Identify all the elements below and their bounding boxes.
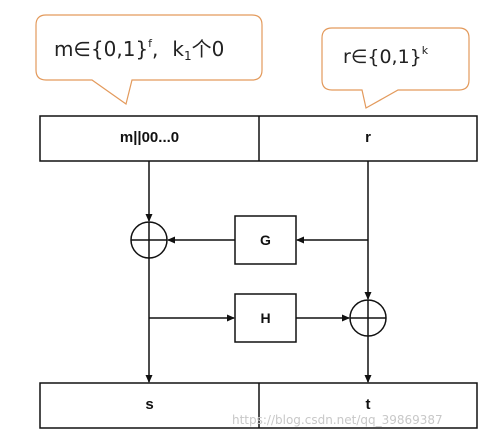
callout-m-exp: f bbox=[148, 37, 153, 50]
xor-right-icon bbox=[349, 299, 387, 337]
callout-m-var: m bbox=[54, 37, 74, 61]
bottom-right-cell-label: t bbox=[365, 396, 371, 413]
callout-m-k-rest: 个0 bbox=[191, 37, 225, 61]
callout-m-set: {0,1} bbox=[90, 37, 149, 61]
top-right-cell-label: r bbox=[365, 129, 371, 146]
callout-m-sep: , bbox=[152, 37, 159, 61]
callout-r-bubble bbox=[321, 27, 470, 109]
xor-left-icon bbox=[130, 221, 168, 259]
callout-m-bubble bbox=[35, 14, 263, 105]
h-function-label: H bbox=[260, 310, 271, 326]
callout-r-exp: k bbox=[421, 44, 429, 57]
top-left-cell-label: m||00...0 bbox=[119, 129, 180, 146]
callout-m-k-var: k bbox=[172, 37, 184, 61]
callout-m-op: ∈ bbox=[73, 37, 91, 61]
bottom-left-cell-label: s bbox=[145, 396, 154, 413]
callout-r-set: {0,1} bbox=[367, 46, 422, 68]
g-function-box bbox=[234, 215, 297, 265]
watermark-text: https://blog.csdn.net/qq_39869387 bbox=[232, 413, 443, 427]
callout-m-k-sub: 1 bbox=[184, 49, 192, 63]
callout-r-op: ∈ bbox=[350, 46, 368, 68]
callout-r-text: r∈{0,1}k bbox=[343, 44, 429, 68]
callout-r-var: r bbox=[343, 46, 351, 68]
g-function-label: G bbox=[260, 232, 271, 248]
callout-m-text: m∈{0,1}f, k1个0 bbox=[54, 33, 224, 62]
